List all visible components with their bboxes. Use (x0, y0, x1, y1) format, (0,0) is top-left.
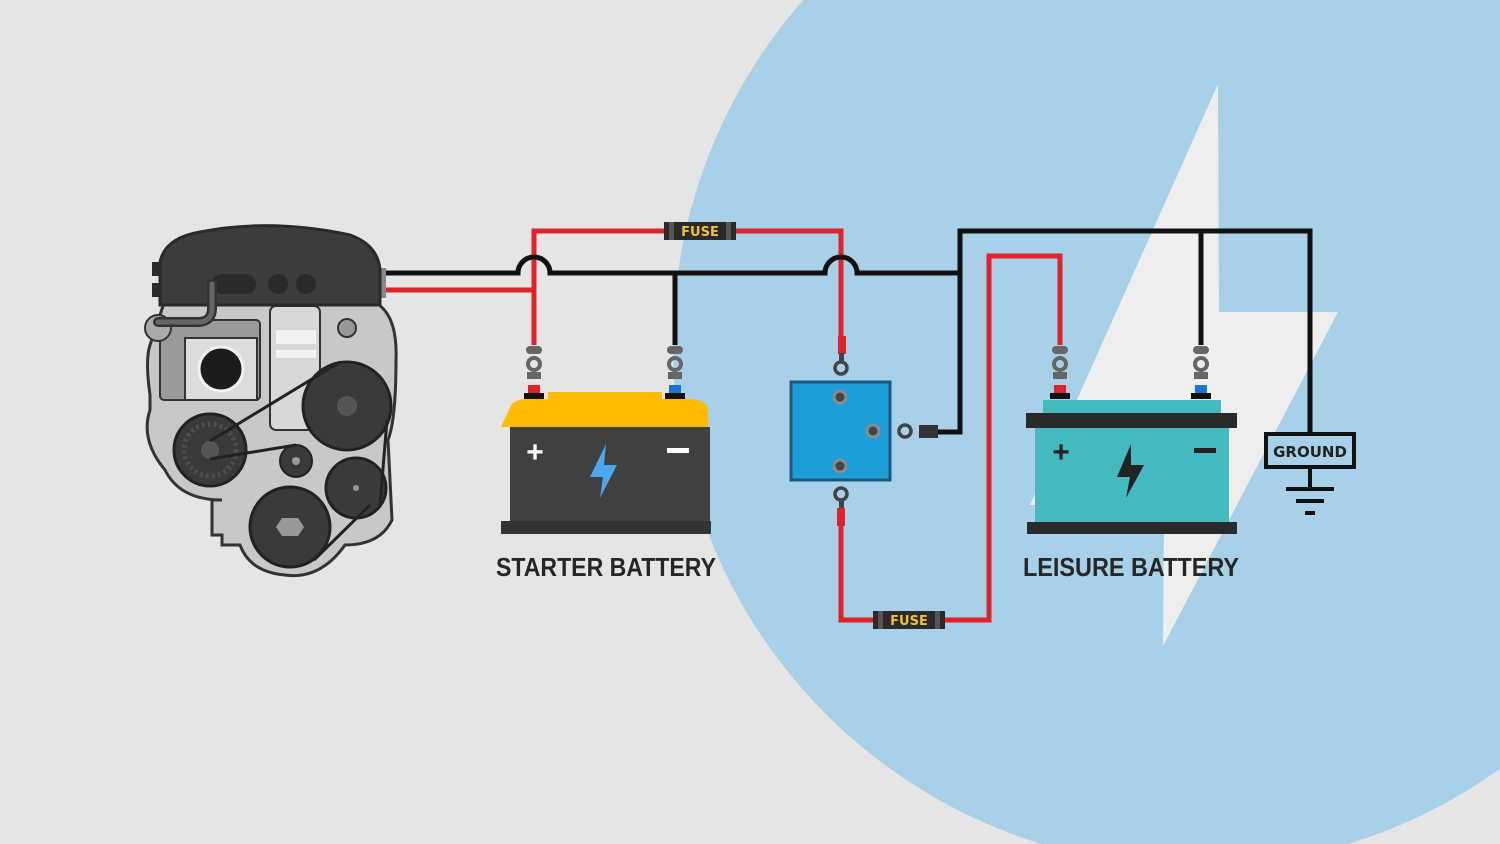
engine-belt (209, 360, 389, 562)
ground-symbol[interactable]: GROUND (1264, 432, 1356, 515)
clamp-ring (1052, 356, 1068, 372)
leisure-positive-post (1054, 385, 1066, 394)
fuse-top-band (726, 222, 731, 240)
fuse-bottom: FUSE (873, 611, 945, 629)
clamp-bolt (1194, 372, 1208, 379)
engine-panel-stripe (276, 350, 316, 358)
relay-ground-ring-terminal (897, 423, 913, 439)
wire-fuse-to-leisure-positive (945, 253, 1063, 623)
fuse-bottom-band (878, 611, 883, 629)
leisure-bolt-icon (1117, 444, 1144, 498)
clamp-ring (526, 356, 542, 372)
engine-cover-slot (212, 274, 256, 294)
engine-cover (158, 224, 382, 307)
fuse-top-label: FUSE (681, 225, 719, 240)
engine-throttle-hole (197, 345, 245, 393)
leisure-battery-lid (1026, 413, 1237, 428)
leisure-battery[interactable]: + LEISURE BATTERY (1023, 346, 1239, 582)
engine-pulley-hub (337, 396, 357, 416)
engine-cover-hole (268, 274, 288, 294)
fuse-bottom-band (935, 611, 940, 629)
fuse-top-band (669, 222, 674, 240)
clamp-bolt (527, 372, 541, 379)
fuse-bottom-body (873, 611, 945, 629)
starter-minus-sign (667, 448, 689, 453)
wire-fuse-to-relay (735, 228, 844, 340)
ground-label: GROUND (1273, 443, 1347, 461)
post-base (524, 393, 544, 399)
wire-engine-negative (382, 254, 960, 276)
starter-battery[interactable]: + STARTER BATTERY (496, 346, 716, 582)
fuse-top: FUSE (664, 222, 736, 240)
clamp-top (667, 346, 683, 354)
wire-starter-positive-to-fuse (531, 228, 665, 345)
leisure-negative-clamp (1191, 346, 1211, 399)
starter-bolt-icon (590, 444, 617, 498)
engine-pulley-hub (353, 485, 359, 491)
post-base (1050, 393, 1070, 399)
clamp-ring (1193, 356, 1209, 372)
relay-top-crimp (838, 336, 846, 354)
relay-stud-bottom (832, 458, 848, 474)
leisure-battery-base (1027, 522, 1237, 534)
engine (144, 224, 398, 578)
leisure-positive-clamp (1050, 346, 1070, 399)
relay-ground-crimp (919, 425, 938, 438)
starter-positive-post (528, 385, 540, 394)
post-base (1191, 393, 1211, 399)
relay-stud-side (865, 423, 881, 439)
starter-battery-base (501, 521, 711, 534)
relay-top-ring-terminal (833, 360, 849, 376)
clamp-ring (667, 356, 683, 372)
engine-hose-inner (155, 281, 215, 325)
clamp-bolt (1053, 372, 1067, 379)
wires (382, 228, 1313, 623)
crimp-neck (839, 353, 844, 361)
engine-sensor (337, 318, 357, 338)
engine-pulley-hub (292, 457, 300, 465)
post-base (665, 393, 685, 399)
ground-stem (1308, 467, 1312, 487)
engine-pulley-nut (276, 518, 304, 536)
ground-line-2 (1296, 499, 1324, 503)
engine-cover-hole (296, 274, 316, 294)
starter-battery-lid (501, 399, 708, 427)
split-charge-relay[interactable] (789, 336, 938, 526)
crimp-neck (839, 500, 844, 508)
engine-pulley-hub (201, 441, 219, 459)
starter-negative-clamp (665, 346, 685, 399)
engine-terminal (378, 268, 386, 298)
ground-box (1264, 432, 1356, 469)
clamp-top (526, 346, 542, 354)
clamp-top (1052, 346, 1068, 354)
leisure-battery-top (1043, 400, 1221, 413)
starter-battery-label: STARTER BATTERY (496, 552, 716, 582)
engine-pulley-teeth (181, 421, 239, 479)
leisure-battery-label: LEISURE BATTERY (1023, 552, 1239, 582)
starter-lid-raised (548, 392, 662, 400)
clamp-bolt (668, 372, 682, 379)
starter-positive-clamp (524, 346, 544, 399)
clamp-top (1193, 346, 1209, 354)
engine-panel-stripe (276, 330, 316, 344)
fuse-top-body (664, 222, 736, 240)
relay-stud-top (832, 389, 848, 405)
fuse-bottom-label: FUSE (890, 614, 928, 629)
ground-line-1 (1286, 487, 1334, 491)
background-lightning-bolt-icon (1030, 84, 1338, 646)
leisure-minus-sign (1194, 448, 1216, 453)
ground-line-3 (1305, 511, 1315, 515)
wire-relay-to-fuse-bottom (838, 520, 875, 623)
leisure-negative-post (1195, 385, 1207, 394)
wire-relay-ground-loop (935, 228, 1313, 435)
leisure-plus-sign: + (1052, 436, 1070, 469)
relay-bottom-crimp (837, 508, 845, 526)
starter-plus-sign: + (526, 436, 544, 469)
starter-negative-post (669, 385, 681, 394)
